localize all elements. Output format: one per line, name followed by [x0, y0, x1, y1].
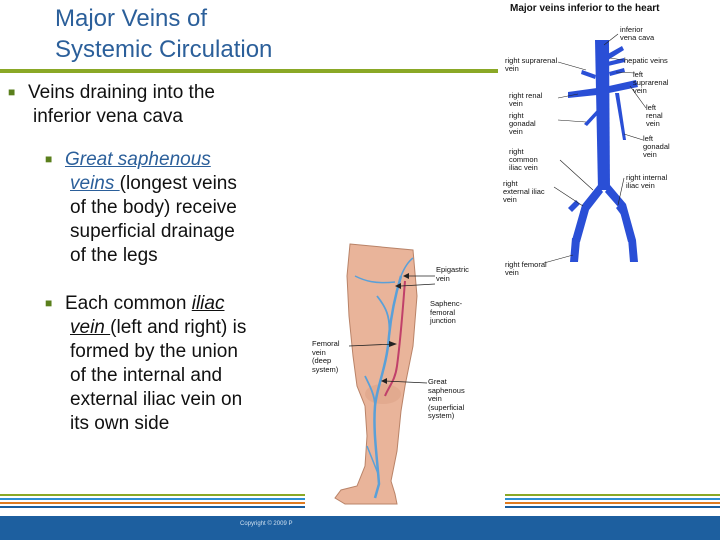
- slide-title: Major Veins of Systemic Circulation: [55, 3, 355, 65]
- bullet-marker: ■: [8, 85, 16, 99]
- sub2-line-5: external iliac vein on: [70, 389, 243, 410]
- left-gonadal-vein-shape: [615, 93, 626, 140]
- hepatic-vein-shape: [606, 46, 624, 60]
- label-right-femoral-vein: right femoral vein: [505, 260, 547, 277]
- label-femoral-vein: Femoral vein (deep system): [312, 339, 340, 374]
- great-saphenous-vein-path: [373, 275, 403, 499]
- label-great-saphenous-vein: Great saphenous vein (superficial system…: [428, 377, 465, 420]
- term-great-saphenous[interactable]: Great saphenous: [65, 149, 211, 170]
- femoral-vein-path: [384, 280, 406, 397]
- label-right-internal-iliac-vein: right internal iliac vein: [626, 173, 668, 190]
- right-common-iliac-vein-shape: [572, 185, 603, 242]
- right-suprarenal-vein-shape: [581, 70, 596, 79]
- label-right-suprarenal-vein: right suprarenal vein: [505, 56, 558, 73]
- sub2-line-2: (left and right) is: [110, 317, 247, 338]
- sub2-line-3: formed by the union: [70, 341, 238, 362]
- label-right-external-iliac-vein: right external iliac vein: [503, 179, 545, 204]
- right-internal-iliac-vein-shape: [580, 204, 588, 214]
- leg-illustration: [334, 243, 436, 505]
- sub1-line-4: superficial drainage: [70, 221, 235, 242]
- leg-skin-shape: [334, 243, 418, 505]
- copyright-text: Copyright © 2009 P: [240, 521, 293, 527]
- sub-bullet-iliac: ■ Each common iliac vein (left and right)…: [45, 291, 295, 436]
- label-saphenofemoral-junction: Saphenc- femoral junction: [430, 299, 463, 325]
- right-renal-vein-shape: [568, 88, 597, 98]
- right-femoral-vein-shape: [570, 238, 580, 262]
- label-ivc: inferior vena cava: [620, 25, 655, 42]
- slide-title-line-2: Systemic Circulation: [55, 36, 273, 63]
- inferior-vena-cava-shape: [595, 40, 610, 190]
- sub1-line-2: (longest veins: [119, 173, 237, 194]
- sub2-line-6: its own side: [70, 413, 170, 434]
- term-iliac-vein[interactable]: vein: [70, 317, 111, 338]
- left-femoral-vein-shape: [628, 238, 638, 262]
- bullet-marker: ■: [45, 152, 53, 166]
- bullet-main-line-1: Veins draining into the: [28, 82, 215, 103]
- label-right-common-iliac-vein: right common iliac vein: [509, 147, 538, 172]
- sub2-line-4: of the internal and: [70, 365, 223, 386]
- bullet-marker: ■: [45, 296, 53, 310]
- label-right-renal-vein: right renal vein: [509, 91, 543, 108]
- sub1-line-3: of the body) receive: [70, 197, 237, 218]
- left-internal-iliac-vein-shape: [616, 206, 624, 216]
- label-left-renal-vein: left renal vein: [646, 103, 663, 128]
- hepatic-vein-shape: [607, 58, 625, 66]
- slide-title-line-1: Major Veins of: [55, 5, 208, 32]
- label-left-suprarenal-vein: left suprarenal vein: [633, 70, 669, 95]
- sub-bullet-saphenous: ■ Great saphenous veins (longest veins of…: [45, 147, 290, 268]
- left-renal-vein-shape: [609, 80, 638, 93]
- title-divider: [0, 69, 720, 73]
- label-right-gonadal-vein: right gonadal vein: [509, 111, 536, 136]
- right-gonadal-vein-shape: [584, 110, 598, 126]
- term-great-saphenous-cont[interactable]: veins: [70, 173, 120, 194]
- footer-bar: [0, 516, 720, 540]
- sub2-line-1: Each common: [65, 293, 192, 314]
- vena-cava-diagram-title: Major veins inferior to the heart: [510, 3, 660, 14]
- vena-cava-illustration: [543, 33, 647, 264]
- term-iliac[interactable]: iliac: [191, 293, 225, 314]
- label-epigastric-vein: Epigastric vein: [436, 265, 469, 283]
- label-left-gonadal-vein: left gonadal vein: [643, 134, 670, 159]
- sub1-line-5: of the legs: [70, 245, 158, 266]
- bullet-main: ■ Veins draining into the inferior vena c…: [8, 80, 298, 129]
- bullet-main-line-2: inferior vena cava: [33, 106, 183, 127]
- label-hepatic-veins: hepatic veins: [624, 56, 668, 65]
